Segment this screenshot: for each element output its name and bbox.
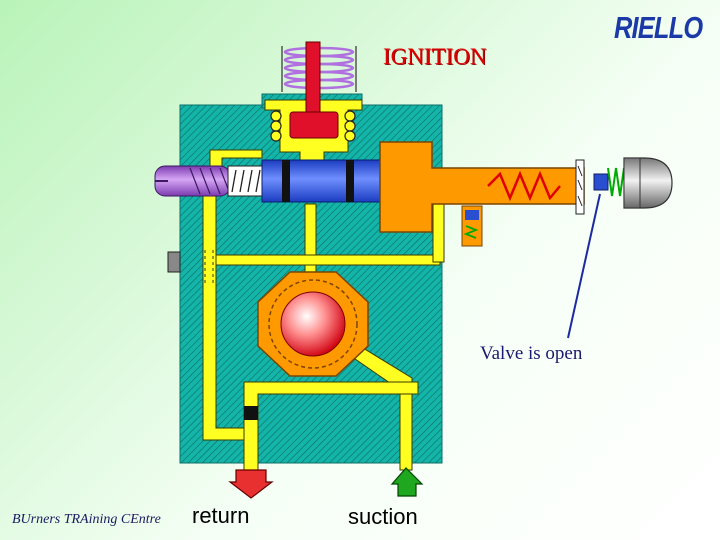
suction-arrow-icon: [390, 467, 424, 497]
suction-label: suction: [348, 504, 418, 529]
return-seat: [244, 406, 258, 420]
solenoid-coil: [270, 41, 357, 142]
footer-text: BUrners TRAining CEntre: [12, 512, 161, 527]
riello-logo: RIELLO: [614, 10, 703, 45]
return-arrow-icon: [228, 469, 274, 499]
pump-chamber: [257, 271, 369, 377]
valve-body: [379, 141, 673, 233]
piston-shaft: [227, 159, 405, 203]
status-pointer: [567, 193, 601, 339]
diagram-title: IGNITION: [383, 44, 487, 69]
valve-spring: [487, 170, 561, 202]
return-label: return: [192, 503, 250, 528]
status-label: Valve is open: [480, 343, 583, 364]
adjusting-screw: [154, 165, 231, 197]
lower-valve: [461, 205, 483, 247]
left-plug: [167, 251, 181, 273]
